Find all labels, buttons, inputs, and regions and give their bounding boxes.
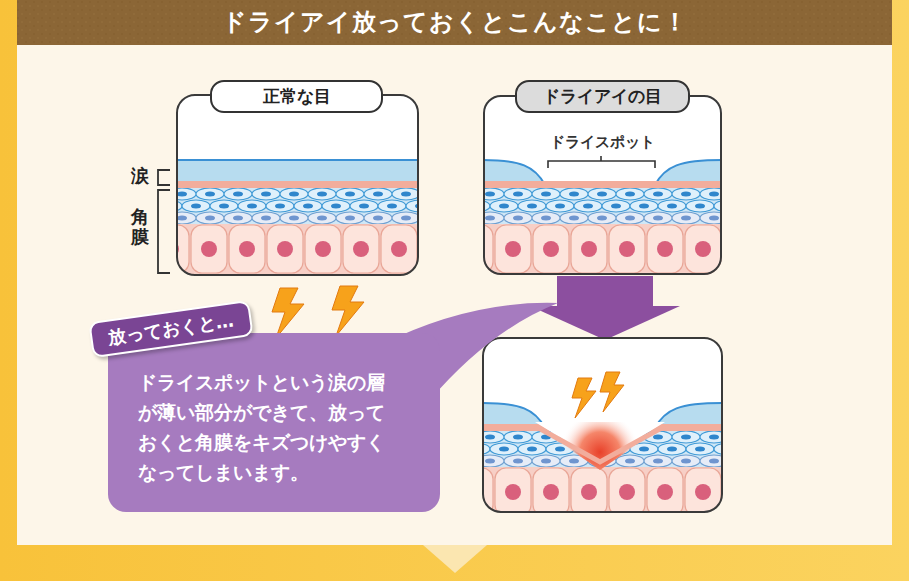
content-panel: [17, 0, 892, 545]
speech-bubble: ドライスポットという涙の層が薄い部分ができて、放っておくと角膜をキズつけやすくな…: [108, 333, 440, 512]
warning-bolt: [332, 286, 364, 336]
node-text: ドライアイの目: [543, 82, 662, 111]
part-label: 涙: [131, 166, 149, 186]
arrow-shaft: [557, 276, 653, 307]
pain-bolt: [572, 378, 596, 418]
spot-bracket: [548, 156, 655, 168]
node-text: ドライスポット: [485, 133, 720, 151]
node-text: 正常な目: [263, 82, 331, 111]
tab-label: ドライアイの目: [515, 80, 690, 113]
title-band: [17, 0, 892, 45]
pain-bolt: [600, 372, 624, 412]
arrow-head: [530, 306, 680, 340]
warning-bolt: [272, 288, 304, 338]
part-label: 角膜: [131, 207, 149, 247]
normal-eye-art: [177, 95, 418, 275]
damaged-eye-art: [483, 338, 722, 512]
tear-bracket: [158, 170, 170, 185]
cornea-bracket: [158, 190, 170, 273]
eye-panel: ドライスポット: [483, 95, 722, 275]
panel-border: [177, 95, 418, 275]
title-texture: [17, 0, 892, 45]
title-text: ドライアイ放っておくとこんなことに！: [17, 0, 892, 45]
dry-eye-art: [483, 95, 722, 275]
tab-label: 正常な目: [210, 80, 383, 113]
node-text: ドライスポットという涙の層が薄い部分ができて、放っておくと角膜をキズつけやすくな…: [138, 367, 400, 487]
down-pointer: [423, 545, 487, 573]
panel-border: [483, 338, 722, 512]
